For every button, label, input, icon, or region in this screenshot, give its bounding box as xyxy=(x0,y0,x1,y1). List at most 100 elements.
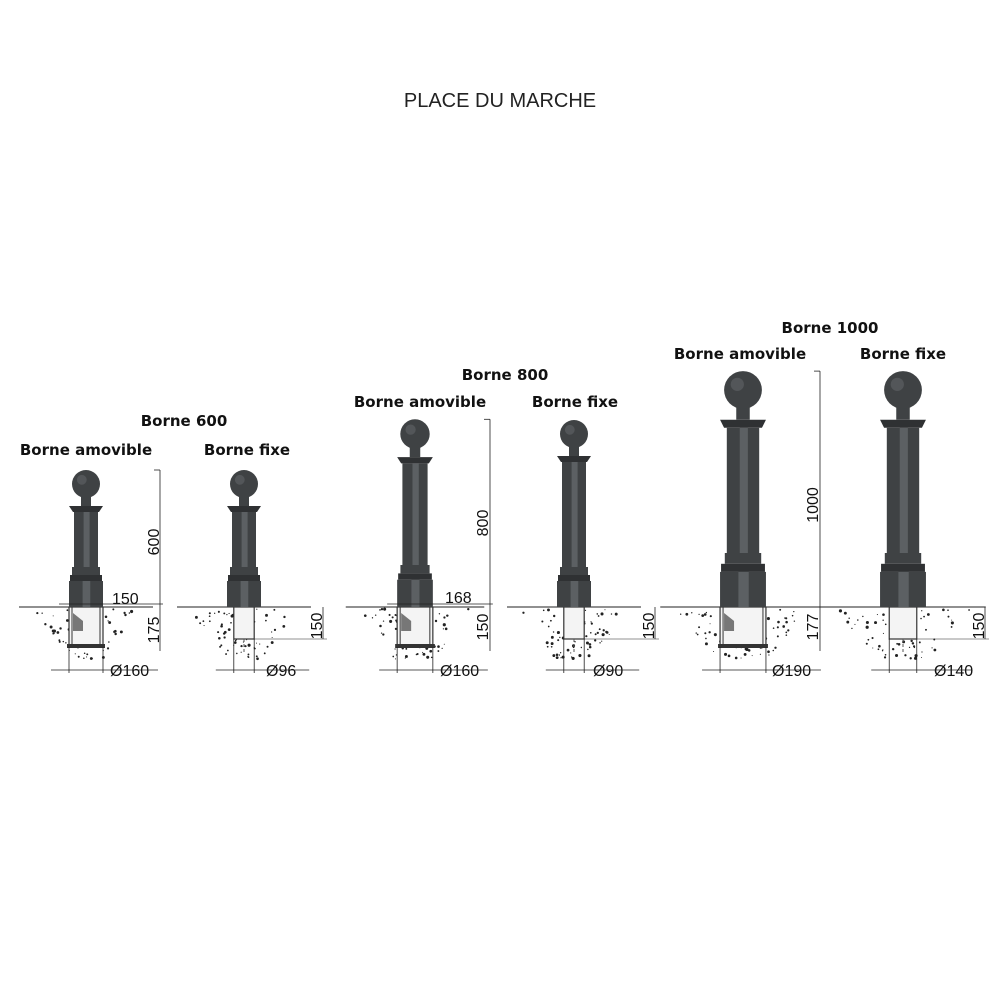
soil-speck xyxy=(923,615,925,618)
soil-speck xyxy=(779,608,782,611)
soil-speck xyxy=(255,655,258,658)
soil-speck xyxy=(878,644,881,648)
bollard-ball xyxy=(72,470,100,498)
soil-speck xyxy=(793,620,796,622)
soil-speck xyxy=(838,609,843,613)
soil-speck xyxy=(380,607,384,611)
soil-speck xyxy=(574,641,576,643)
soil-speck xyxy=(920,617,922,620)
soil-speck xyxy=(608,633,610,635)
soil-speck xyxy=(913,646,916,649)
dim-diameter-600-amovible: Ø160 xyxy=(110,663,149,680)
soil-speck xyxy=(865,620,869,625)
soil-speck xyxy=(787,629,790,632)
soil-speck xyxy=(380,632,383,634)
soil-speck xyxy=(443,616,446,619)
ball-highlight xyxy=(564,424,575,435)
soil-speck xyxy=(112,608,115,611)
soil-speck xyxy=(394,627,398,631)
bollard-neck xyxy=(409,445,421,458)
soil-speck xyxy=(442,628,444,630)
label-amovible-600: Borne amovible xyxy=(20,441,152,459)
soil-speck xyxy=(382,620,385,622)
soil-speck xyxy=(226,614,228,616)
soil-speck xyxy=(394,658,397,660)
soil-speck xyxy=(791,614,794,617)
soil-speck xyxy=(896,642,899,645)
soil-speck xyxy=(882,632,885,635)
soil-speck xyxy=(555,653,559,657)
soil-speck xyxy=(846,620,850,624)
ball-highlight xyxy=(730,377,744,391)
soil-speck xyxy=(587,648,589,651)
soil-speck xyxy=(441,647,443,649)
soil-speck xyxy=(265,619,267,622)
bollard-moulding xyxy=(72,567,100,575)
soil-speck xyxy=(854,623,856,625)
soil-speck xyxy=(223,636,226,639)
soil-speck xyxy=(594,639,597,642)
soil-speck xyxy=(865,625,869,629)
soil-speck xyxy=(704,632,707,635)
soil-speck xyxy=(49,625,53,629)
soil-speck xyxy=(437,650,440,652)
soil-speck xyxy=(446,614,449,617)
soil-speck xyxy=(871,636,874,640)
soil-speck xyxy=(908,646,911,649)
soil-speck xyxy=(363,614,367,618)
soil-speck xyxy=(199,622,202,625)
dim-depth-1000-fixe: 150 xyxy=(971,613,988,640)
sleeve-flange xyxy=(67,644,105,648)
soil-speck xyxy=(590,621,592,623)
dim-diameter-1000-amovible: Ø190 xyxy=(772,663,811,680)
soil-speck xyxy=(255,642,258,644)
soil-speck xyxy=(547,608,550,612)
bollard-base-facet xyxy=(898,571,909,607)
soil-speck xyxy=(546,645,549,648)
soil-speck xyxy=(44,623,47,626)
soil-speck xyxy=(383,607,387,611)
soil-speck xyxy=(557,639,560,642)
soil-speck xyxy=(709,615,712,618)
soil-speck xyxy=(52,615,54,617)
bollard-moulding xyxy=(558,575,590,581)
soil-speck xyxy=(776,626,779,629)
soil-speck xyxy=(594,633,597,636)
soil-speck xyxy=(580,646,583,649)
soil-speck xyxy=(391,616,394,619)
soil-speck xyxy=(679,613,682,615)
soil-speck xyxy=(550,635,554,639)
bollard-shaft-facet xyxy=(739,427,748,553)
soil-speck xyxy=(550,642,554,646)
soil-speck xyxy=(58,640,61,643)
dim-diameter-1000-fixe: Ø140 xyxy=(934,663,973,680)
soil-speck xyxy=(282,624,286,628)
soil-speck xyxy=(223,630,227,634)
soil-speck xyxy=(933,648,937,652)
soil-speck xyxy=(921,656,923,658)
soil-speck xyxy=(430,656,433,659)
soil-speck xyxy=(724,652,728,656)
dim-width-800: 168 xyxy=(445,590,472,607)
bollard-moulding xyxy=(228,575,260,581)
soil-speck xyxy=(950,621,954,625)
soil-speck xyxy=(52,632,55,635)
soil-speck xyxy=(785,634,788,636)
soil-speck xyxy=(552,614,556,618)
soil-speck xyxy=(701,614,705,617)
soil-speck xyxy=(734,656,738,660)
soil-speck xyxy=(89,657,93,660)
bollard-cap xyxy=(397,457,433,464)
soil-speck xyxy=(705,611,708,614)
soil-speck xyxy=(256,608,258,610)
bollard-moulding xyxy=(721,563,765,572)
soil-speck xyxy=(522,611,525,614)
soil-speck xyxy=(394,614,397,616)
soil-speck xyxy=(91,657,93,660)
soil-speck xyxy=(708,631,711,634)
soil-speck xyxy=(578,653,582,658)
soil-speck xyxy=(114,629,117,633)
soil-speck xyxy=(41,612,43,614)
soil-speck xyxy=(910,639,913,643)
